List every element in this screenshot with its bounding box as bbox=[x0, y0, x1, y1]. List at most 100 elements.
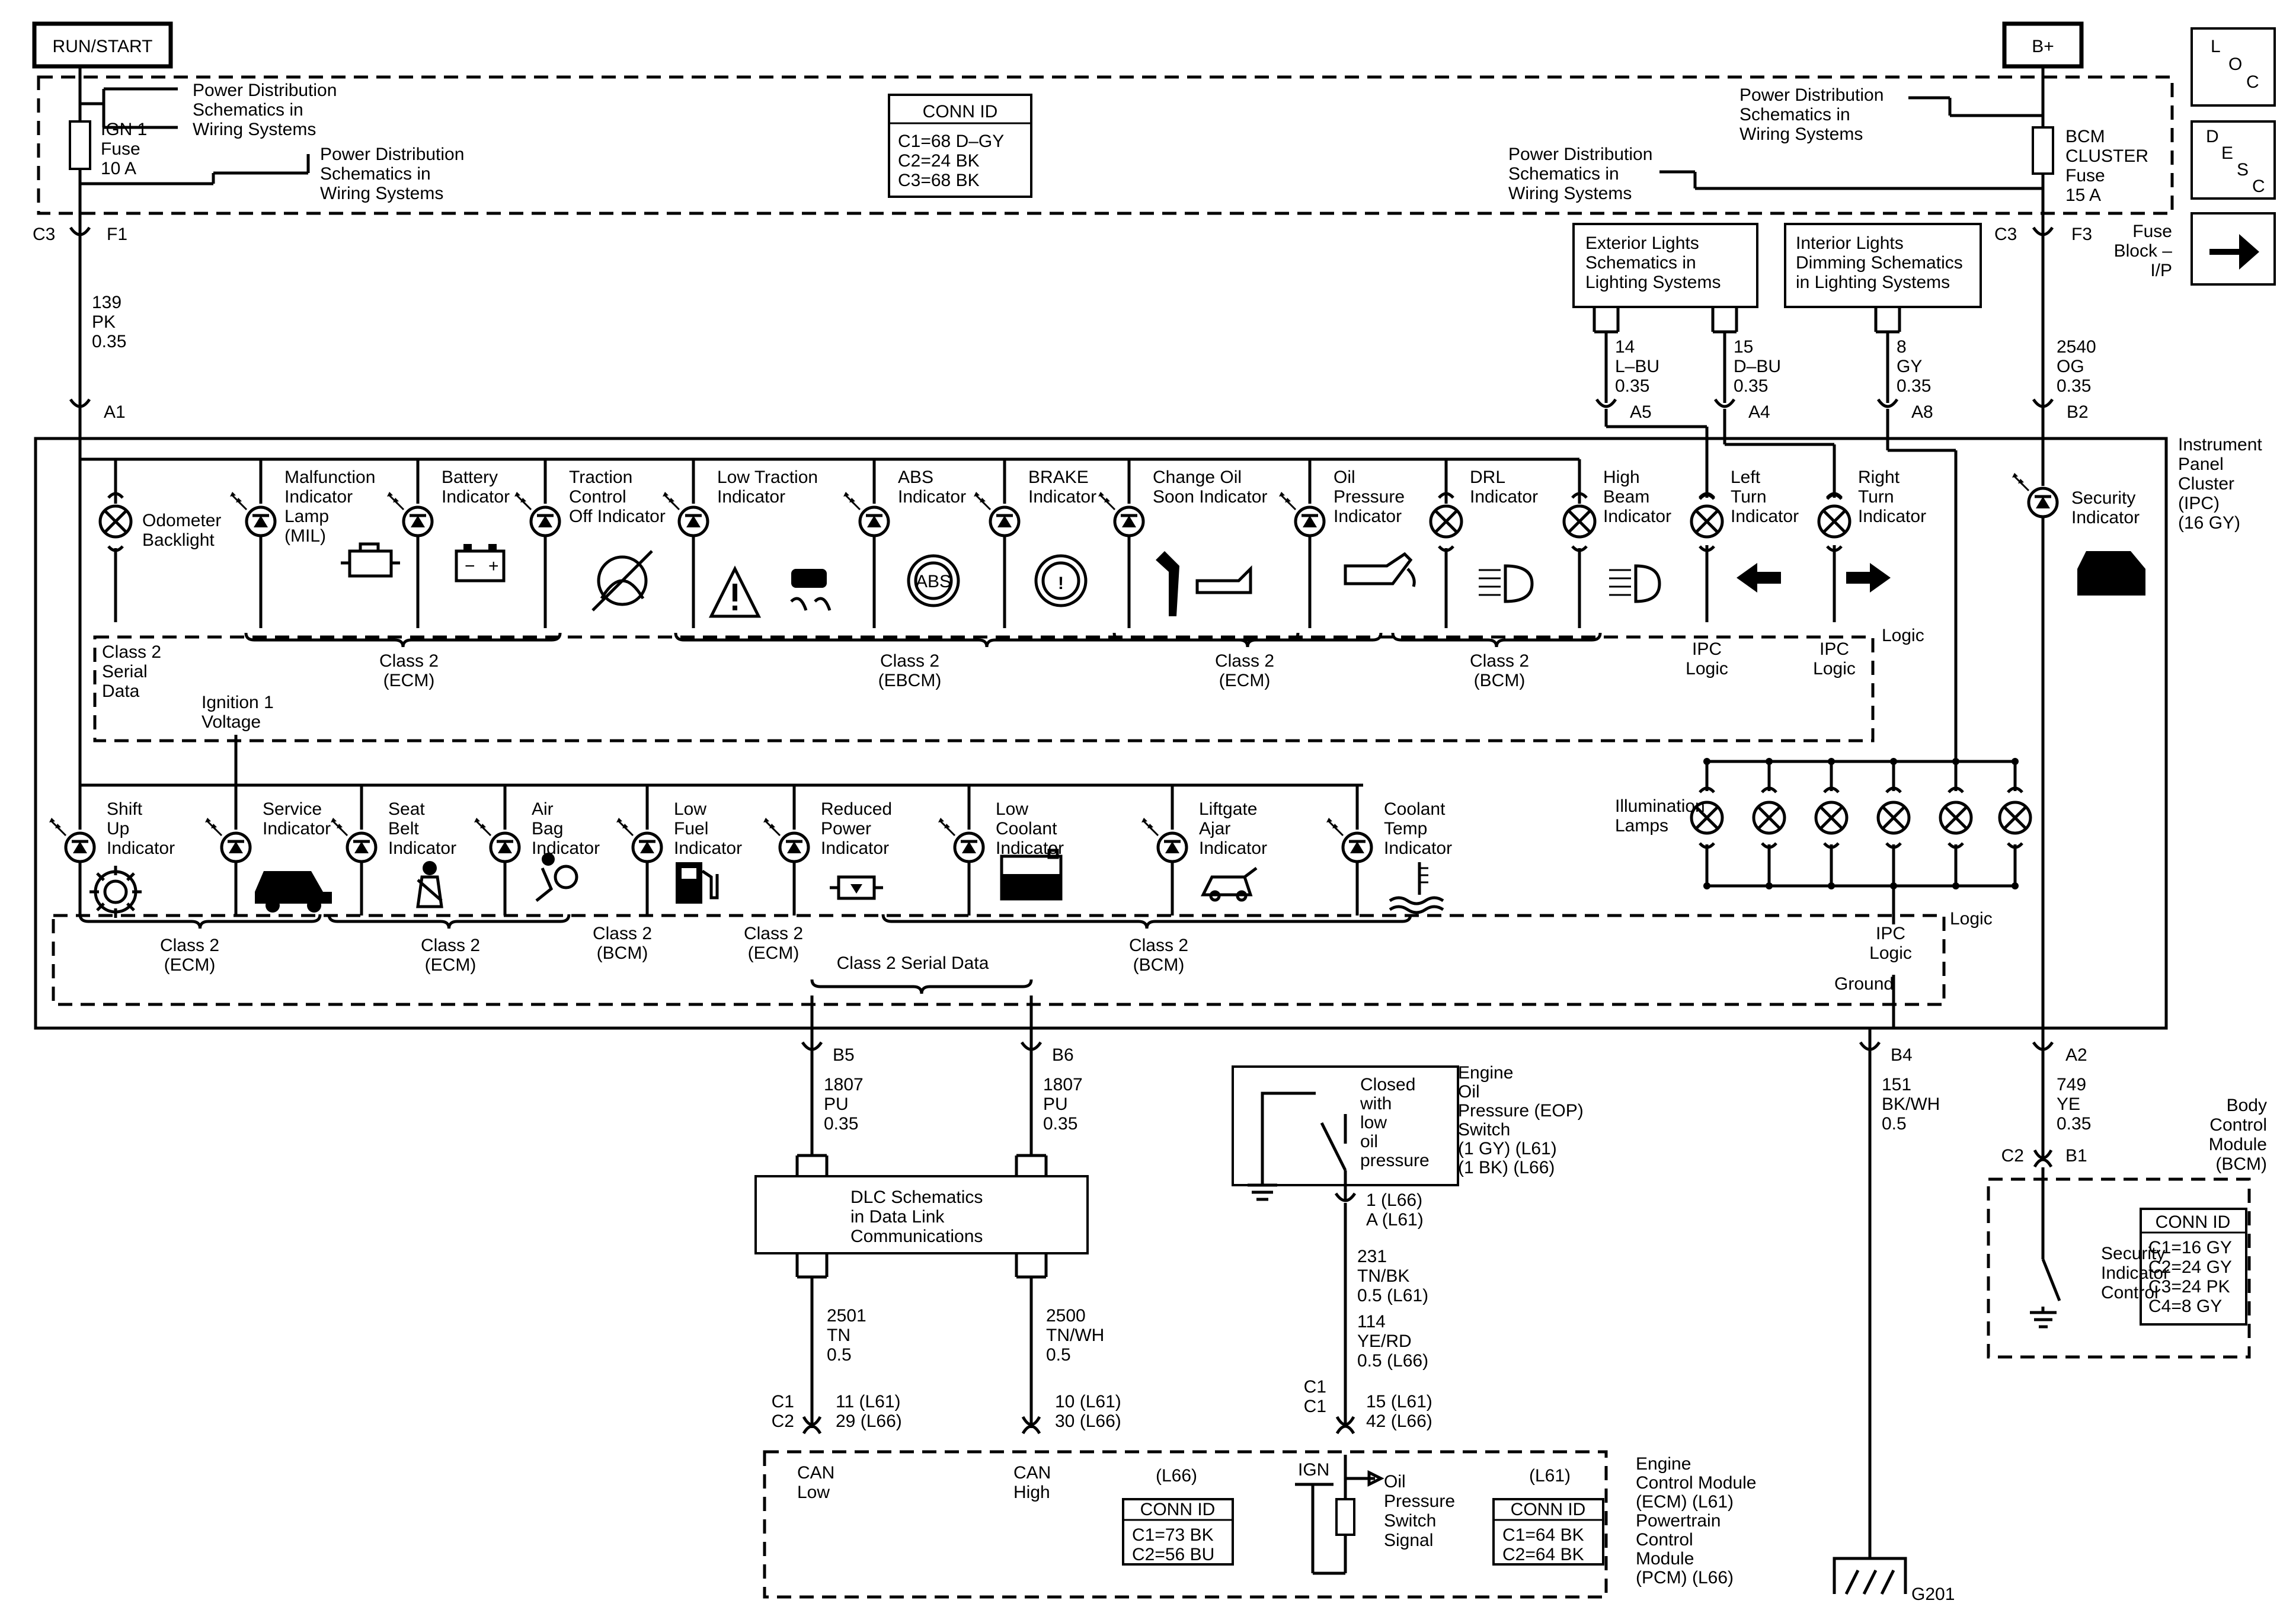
led-symbol bbox=[763, 818, 810, 863]
lamp-symbol bbox=[1562, 504, 1597, 539]
b-plus-label: B+ bbox=[2032, 37, 2054, 56]
led-symbol bbox=[843, 492, 890, 537]
class2-ecm-label: Class 2(ECM) bbox=[379, 651, 439, 690]
car-wrench-icon bbox=[255, 871, 332, 913]
chassis-ground-icon bbox=[1833, 1557, 1907, 1594]
desc-letter: C bbox=[2252, 177, 2265, 196]
loc-letter: O bbox=[2228, 55, 2242, 74]
bcm-fuse bbox=[2032, 126, 2054, 175]
oil-can-icon bbox=[1344, 552, 1416, 587]
lamp-symbol bbox=[1998, 801, 2032, 835]
led-symbol bbox=[663, 492, 709, 537]
f3-label: F3 bbox=[2071, 225, 2092, 244]
c3-label-right: C3 bbox=[1994, 225, 2017, 244]
lamp-symbol bbox=[1429, 504, 1463, 539]
ign-fuse bbox=[69, 120, 91, 170]
conn-id-title: CONN ID bbox=[1140, 1500, 1216, 1519]
lamp-symbol bbox=[1814, 801, 1849, 835]
liftgate-icon bbox=[1200, 867, 1258, 902]
lamp-symbol bbox=[98, 504, 133, 539]
drl-icon bbox=[1504, 564, 1534, 603]
warning-triangle-icon bbox=[708, 565, 762, 618]
lamp-symbol bbox=[1876, 801, 1911, 835]
lamp-symbol bbox=[1690, 801, 1724, 835]
led-symbol bbox=[331, 818, 378, 863]
variant-label: (L61) bbox=[1529, 1466, 1571, 1486]
arrow-right-icon[interactable] bbox=[2209, 234, 2259, 270]
desc-letter: D bbox=[2206, 127, 2219, 146]
lamp-symbol bbox=[1690, 504, 1724, 539]
led-symbol bbox=[616, 818, 663, 863]
logic-label: Logic bbox=[1950, 909, 1993, 929]
pin-label: 1 (L66)A (L61) bbox=[1366, 1190, 1424, 1230]
lamp-symbol bbox=[1939, 801, 1973, 835]
class2-ecm-label: Class 2(ECM) bbox=[744, 924, 803, 963]
connector-label: C2 bbox=[2001, 1146, 2024, 1166]
reduced-power-icon bbox=[830, 875, 883, 900]
led-symbol bbox=[974, 492, 1021, 537]
led-symbol bbox=[514, 492, 561, 537]
lamp-symbol bbox=[1817, 504, 1851, 539]
c3-label: C3 bbox=[33, 225, 55, 244]
class2-ecm-label: Class 2(ECM) bbox=[421, 936, 480, 975]
led-symbol bbox=[2012, 473, 2059, 518]
ecm-module-outline bbox=[763, 1450, 1608, 1599]
ground-g201-label: G201 bbox=[1911, 1585, 1955, 1604]
class2-ebcm-label: Class 2(EBCM) bbox=[878, 651, 942, 690]
pin-label: B1 bbox=[2065, 1146, 2087, 1166]
engine-icon bbox=[341, 542, 400, 578]
coolant-icon bbox=[1000, 849, 1063, 901]
svg-text:+: + bbox=[488, 556, 499, 576]
oil-change-icon bbox=[1156, 551, 1252, 616]
row1-class2-outline bbox=[93, 635, 1875, 742]
coolant-temp-icon bbox=[1389, 862, 1444, 914]
pin-label: 11 (L61)29 (L66) bbox=[836, 1392, 902, 1431]
exterior-lights-ref bbox=[1572, 223, 1758, 308]
arrow-left-icon bbox=[1737, 563, 1781, 593]
class2-bcm-label: Class 2(BCM) bbox=[1129, 936, 1188, 975]
led-symbol bbox=[1279, 492, 1326, 537]
led-symbol bbox=[1098, 492, 1145, 537]
traction-off-icon bbox=[591, 550, 653, 612]
led-symbol bbox=[938, 818, 985, 863]
bcm-module-outline bbox=[1987, 1177, 2251, 1359]
